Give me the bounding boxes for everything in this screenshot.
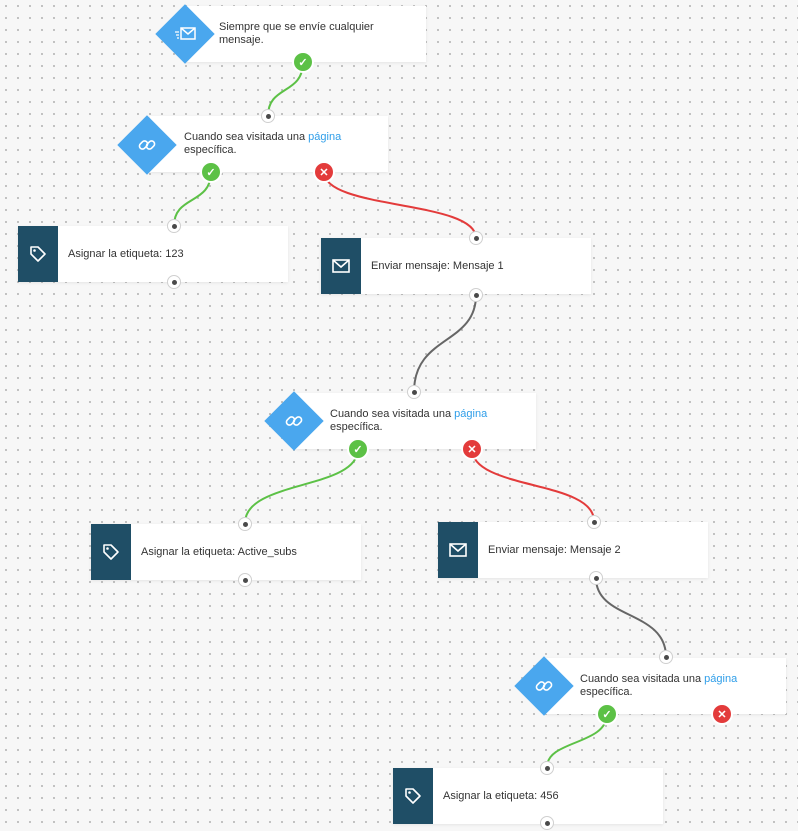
condition-3-yes-badge[interactable]: ✓: [596, 703, 618, 725]
tag-action-2-side: [91, 524, 131, 580]
tag-icon: [30, 246, 46, 262]
trigger-diamond[interactable]: [155, 4, 215, 64]
condition-text-1: Cuando sea visitada una página específic…: [150, 131, 351, 157]
connector-yes-3-to-tag-3: [546, 713, 608, 768]
tag-2-input-port[interactable]: [238, 517, 252, 531]
tag-action-card-1[interactable]: Asignar la etiqueta: 123: [18, 226, 288, 282]
condition-1-yes-badge[interactable]: ✓: [200, 161, 222, 183]
tag-3-input-port[interactable]: [540, 761, 554, 775]
link-icon: [138, 140, 156, 150]
message-action-2-text: Enviar mensaje: Mensaje 2: [488, 543, 621, 556]
condition-card-2[interactable]: Cuando sea visitada una página específic…: [296, 393, 536, 449]
tag-action-card-2[interactable]: Asignar la etiqueta: Active_subs: [91, 524, 361, 580]
condition-text-2: Cuando sea visitada una página específic…: [296, 408, 497, 434]
condition-text-3: Cuando sea visitada una página específic…: [546, 673, 747, 699]
tag-action-card-3[interactable]: Asignar la etiqueta: 456: [393, 768, 663, 824]
tag-action-3-text: Asignar la etiqueta: 456: [443, 789, 559, 802]
condition-2-yes-badge[interactable]: ✓: [347, 438, 369, 460]
tag-2-output-port[interactable]: [238, 573, 252, 587]
condition-link-2[interactable]: página: [454, 408, 488, 420]
message-1-input-port[interactable]: [469, 231, 483, 245]
connector-no-1-to-message-1: [323, 171, 477, 239]
condition-text-3-before: Cuando sea visitada una: [580, 673, 702, 685]
message-action-1-text: Enviar mensaje: Mensaje 1: [371, 259, 504, 272]
condition-link-3[interactable]: página: [704, 673, 738, 685]
envelope-icon: [332, 259, 350, 273]
condition-diamond-3[interactable]: [514, 656, 574, 716]
tag-1-input-port[interactable]: [167, 219, 181, 233]
connector-no-2-to-message-2: [471, 448, 595, 522]
condition-diamond-1[interactable]: [117, 115, 177, 175]
message-action-1-side: [321, 238, 361, 294]
condition-text-3-after: específica.: [580, 686, 633, 698]
connector-yes-2-to-tag-2: [244, 448, 359, 524]
condition-card-3[interactable]: Cuando sea visitada una página específic…: [546, 658, 786, 714]
tag-action-1-text: Asignar la etiqueta: 123: [68, 247, 184, 260]
tag-icon: [405, 788, 421, 804]
tag-1-output-port[interactable]: [167, 275, 181, 289]
condition-text-2-before: Cuando sea visitada una: [330, 408, 452, 420]
message-2-output-port[interactable]: [589, 571, 603, 585]
trigger-yes-badge[interactable]: ✓: [292, 51, 314, 73]
message-2-input-port[interactable]: [587, 515, 601, 529]
tag-icon: [103, 544, 119, 560]
condition-text-1-before: Cuando sea visitada una: [184, 131, 306, 143]
message-1-output-port[interactable]: [469, 288, 483, 302]
condition-2-input-port[interactable]: [407, 385, 421, 399]
envelope-icon: [449, 543, 467, 557]
message-action-card-2[interactable]: Enviar mensaje: Mensaje 2: [438, 522, 708, 578]
condition-text-2-after: específica.: [330, 421, 383, 433]
condition-3-input-port[interactable]: [659, 650, 673, 664]
link-icon: [535, 681, 553, 691]
condition-link-1[interactable]: página: [308, 131, 342, 143]
tag-action-2-text: Asignar la etiqueta: Active_subs: [141, 545, 297, 558]
tag-3-output-port[interactable]: [540, 816, 554, 830]
connector-message-1-to-condition-2: [413, 294, 477, 393]
message-action-2-side: [438, 522, 478, 578]
trigger-text: Siempre que se envíe cualquier mensaje.: [219, 21, 374, 46]
condition-diamond-2[interactable]: [264, 391, 324, 451]
message-trigger-icon: [175, 27, 196, 40]
connector-message-2-to-condition-3: [595, 577, 667, 658]
message-action-card-1[interactable]: Enviar mensaje: Mensaje 1: [321, 238, 591, 294]
condition-card-1[interactable]: Cuando sea visitada una página específic…: [150, 116, 388, 172]
tag-action-1-side: [18, 226, 58, 282]
condition-3-no-badge[interactable]: ✕: [711, 703, 733, 725]
condition-1-input-port[interactable]: [261, 109, 275, 123]
condition-2-no-badge[interactable]: ✕: [461, 438, 483, 460]
tag-action-3-side: [393, 768, 433, 824]
condition-text-1-after: específica.: [184, 144, 237, 156]
link-icon: [285, 416, 303, 426]
condition-1-no-badge[interactable]: ✕: [313, 161, 335, 183]
